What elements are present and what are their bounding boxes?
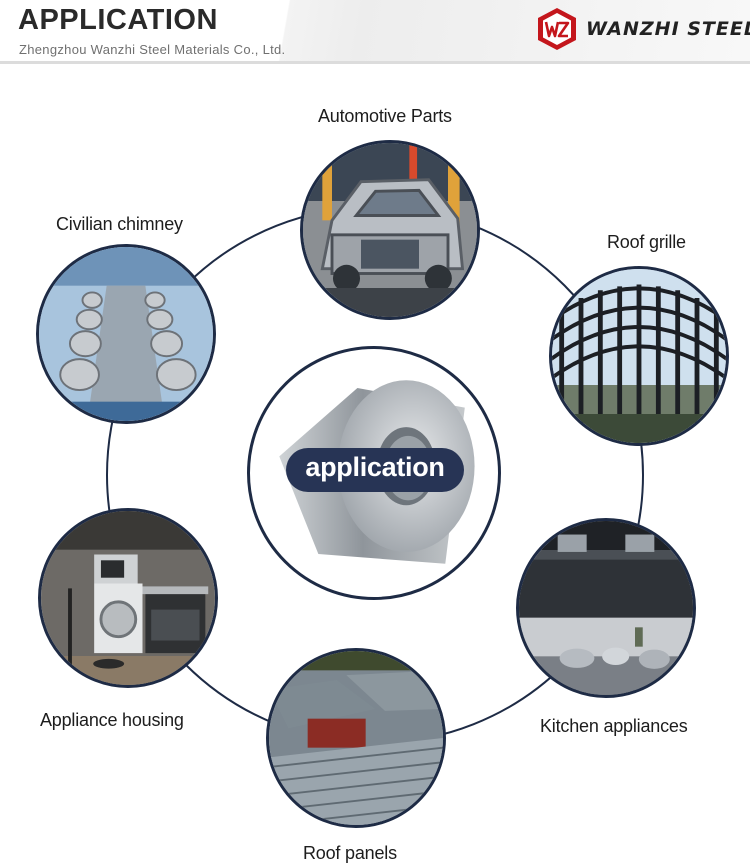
center-label-pill (286, 448, 464, 492)
label-kitchen-appliances: Kitchen appliances (540, 716, 688, 736)
roof-grille-photo (549, 266, 729, 446)
label-appliance-housing: Appliance housing (40, 710, 184, 730)
kitchen-appliances-photo (516, 518, 696, 698)
brand-name: WANZHI STEEL (586, 18, 750, 40)
civilian-chimney-photo (36, 244, 216, 424)
page-title: APPLICATION (18, 4, 218, 36)
label-civilian-chimney: Civilian chimney (56, 214, 183, 234)
header-divider (0, 61, 750, 64)
wanzhi-logo-icon (538, 8, 576, 50)
brand-logo: WANZHI STEEL (536, 7, 750, 51)
header-band (0, 0, 750, 62)
label-automotive-parts: Automotive Parts (318, 106, 452, 126)
automotive-parts-photo (300, 140, 480, 320)
label-roof-panels: Roof panels (303, 843, 397, 863)
page-header: APPLICATION Zhengzhou Wanzhi Steel Mater… (0, 0, 750, 64)
appliance-housing-photo (38, 508, 218, 688)
company-name: Zhengzhou Wanzhi Steel Materials Co., Lt… (19, 42, 286, 57)
roof-panels-photo (266, 648, 446, 828)
label-roof-grille: Roof grille (607, 232, 686, 252)
center-label: application (305, 452, 445, 482)
